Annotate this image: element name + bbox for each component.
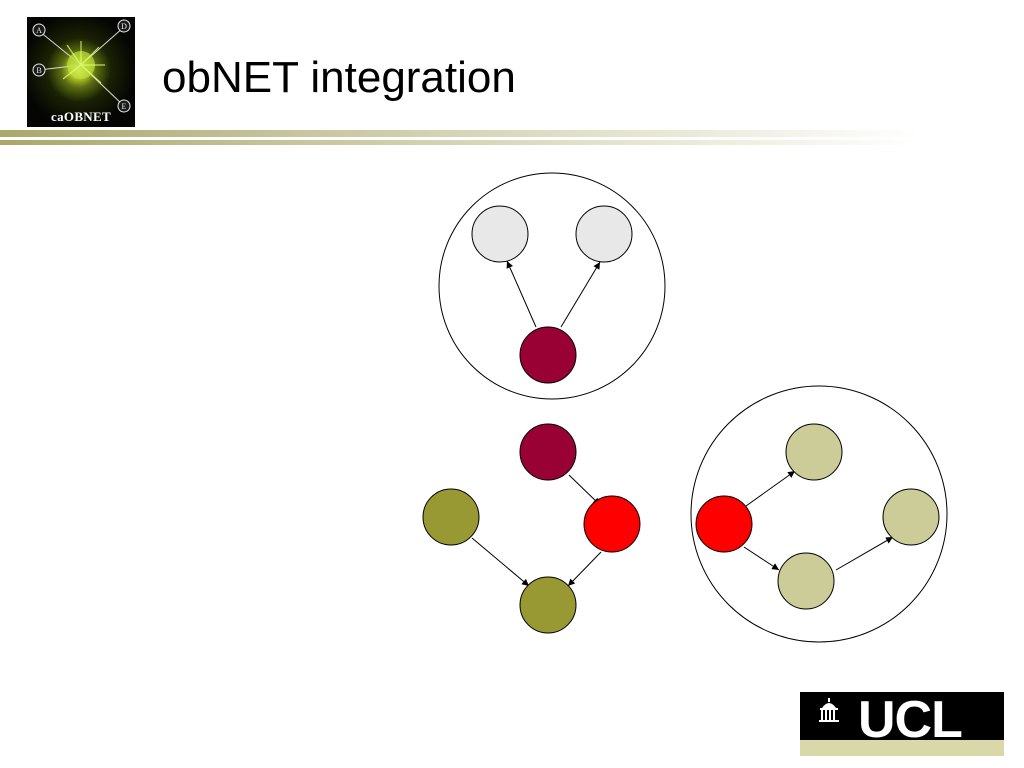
node-gray-right — [575, 205, 633, 263]
node-olive-left — [422, 488, 480, 546]
logo-text: caOBNET — [51, 109, 111, 124]
node-gray-left — [471, 205, 529, 263]
edge-darkred-mid-to-red-left — [568, 474, 601, 506]
node-khaki-top — [785, 423, 843, 481]
ucl-logo-band: UCL — [800, 692, 1004, 748]
node-olive-bottom — [519, 576, 577, 634]
edge-olive-left-to-olive-bottom — [471, 537, 530, 587]
logo-letter-b: B — [36, 66, 41, 75]
caobnet-logo: A D B E caOBNET — [27, 17, 135, 127]
title-rule-top — [0, 130, 920, 137]
node-khaki-bottom — [777, 552, 835, 610]
group-right-boundary — [690, 385, 948, 643]
edge-red-right-to-khaki-top — [745, 470, 796, 507]
title-rule-bottom — [0, 140, 920, 145]
slide-title: obNET integration — [162, 53, 516, 102]
group-top-boundary — [438, 172, 666, 400]
edge-darkred-top-to-gray-left — [506, 260, 537, 328]
ucl-logo-bar — [800, 740, 1004, 756]
edge-darkred-top-to-gray-right — [560, 261, 601, 328]
ucl-portico-icon — [819, 698, 839, 722]
edge-khaki-bottom-to-khaki-far — [835, 536, 894, 571]
node-darkred-mid — [519, 423, 577, 481]
edge-red-left-to-olive-bottom — [567, 551, 602, 587]
logo-letter-e: E — [122, 102, 127, 111]
logo-letter-d: D — [121, 22, 127, 31]
logo-letter-a: A — [36, 26, 42, 35]
logo-artwork: A D B E — [32, 19, 131, 113]
node-red-left — [583, 495, 641, 553]
ucl-logo-text: UCL — [858, 691, 963, 749]
node-darkred-top — [519, 326, 577, 384]
ucl-logo: UCL — [800, 692, 1004, 756]
node-khaki-far — [882, 488, 940, 546]
node-red-right — [695, 495, 753, 553]
edge-red-right-to-khaki-bottom — [743, 546, 780, 571]
